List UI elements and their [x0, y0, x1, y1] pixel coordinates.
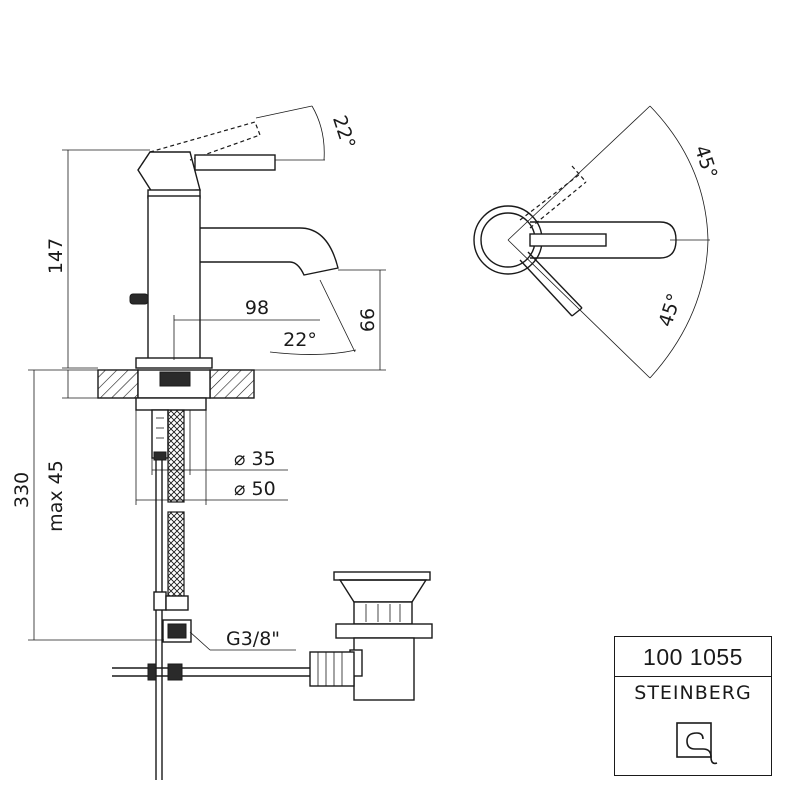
drain-assembly [309, 571, 433, 701]
product-code: 100 1055 [615, 637, 771, 677]
faucet-side-view [129, 121, 339, 369]
dim-66: 66 [357, 308, 379, 332]
dim-330: 330 [11, 472, 33, 508]
dim-lever-angle: 22° [328, 113, 359, 152]
faucet-top-view [473, 105, 710, 379]
dim-98: 98 [245, 297, 269, 319]
side-view-dimensions [28, 105, 386, 651]
brand-logo-icon [676, 722, 718, 765]
dim-max-45: max 45 [45, 460, 67, 532]
under-counter-fixing [112, 397, 310, 780]
dim-spout-angle: 22° [283, 329, 317, 351]
dim-diameter-50: ⌀ 50 [234, 478, 276, 500]
dim-top-angle-lower: 45° [655, 291, 686, 330]
dim-top-angle-upper: 45° [690, 143, 721, 182]
brand-name: STEINBERG [634, 682, 752, 704]
dim-thread: G3/8" [226, 628, 280, 650]
dim-147: 147 [45, 238, 67, 274]
countertop-section [97, 369, 255, 399]
title-block: 100 1055 STEINBERG [614, 636, 772, 776]
dim-diameter-35: ⌀ 35 [234, 448, 276, 470]
